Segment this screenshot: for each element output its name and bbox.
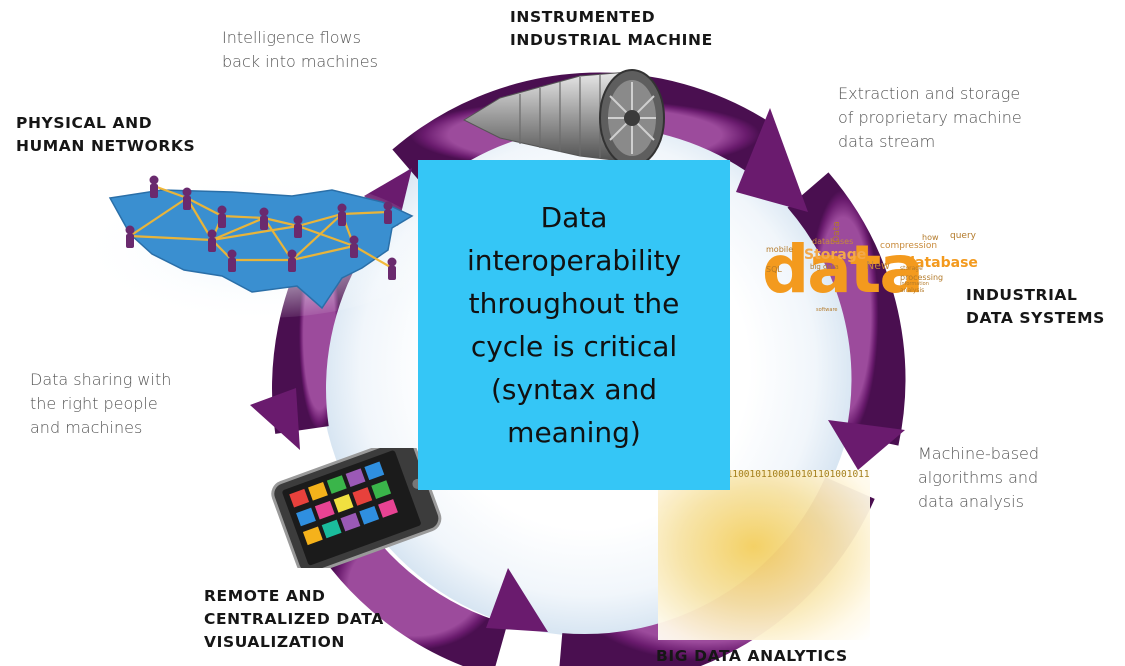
label-industrial-data-systems: INDUSTRIAL DATA SYSTEMS xyxy=(966,286,1105,327)
word-cloud-word: mobile xyxy=(766,245,794,254)
arrowhead-bottom xyxy=(486,568,548,632)
word-cloud-word: software xyxy=(816,307,838,313)
word-cloud-word: New xyxy=(866,259,890,272)
jet-engine-icon xyxy=(462,69,665,167)
center-callout: Data interoperability throughout the cyc… xyxy=(418,160,730,490)
word-cloud-word: information xyxy=(900,281,929,287)
label-intelligence-flows: Intelligence flows back into machines xyxy=(222,28,378,71)
word-cloud-word: processing xyxy=(900,273,944,282)
word-cloud-word: databases xyxy=(812,237,854,246)
word-cloud-word: storage xyxy=(900,265,923,272)
label-remote-visualization: REMOTE AND CENTRALIZED DATA VISUALIZATIO… xyxy=(204,587,384,651)
word-cloud-word: query xyxy=(950,231,976,241)
word-cloud-big-word: data xyxy=(762,231,924,308)
word-cloud-word: compression xyxy=(880,241,938,251)
word-cloud-word: SQL xyxy=(766,265,782,274)
label-data-sharing: Data sharing with the right people and m… xyxy=(30,370,172,437)
ring-segment-right xyxy=(787,172,906,446)
word-cloud-word: Data xyxy=(831,221,842,243)
smartphone-icon xyxy=(271,448,442,568)
binary-data-icon: 0101100101101100101100010101101001011010… xyxy=(658,470,870,640)
word-cloud-word: big data xyxy=(810,263,839,271)
us-network-map-icon xyxy=(92,175,432,318)
word-cloud-word: database xyxy=(905,255,978,271)
label-extraction-storage: Extraction and storage of proprietary ma… xyxy=(838,84,1022,151)
arrowhead-right xyxy=(828,420,905,470)
arrowhead-left xyxy=(250,388,300,450)
label-instrumented-machine: INSTRUMENTED INDUSTRIAL MACHINE xyxy=(510,8,713,49)
label-big-data-analytics: BIG DATA ANALYTICS xyxy=(656,647,848,665)
label-physical-networks: PHYSICAL AND HUMAN NETWORKS xyxy=(16,114,196,155)
arrowhead-top-right xyxy=(736,108,808,212)
word-cloud-word: how xyxy=(922,233,939,242)
word-cloud-word: Storage xyxy=(804,247,867,263)
word-cloud-word: analysis xyxy=(900,287,925,294)
word-cloud-icon: data Storage database compression databa… xyxy=(760,221,980,325)
label-machine-algorithms: Machine-based algorithms and data analys… xyxy=(918,444,1040,511)
